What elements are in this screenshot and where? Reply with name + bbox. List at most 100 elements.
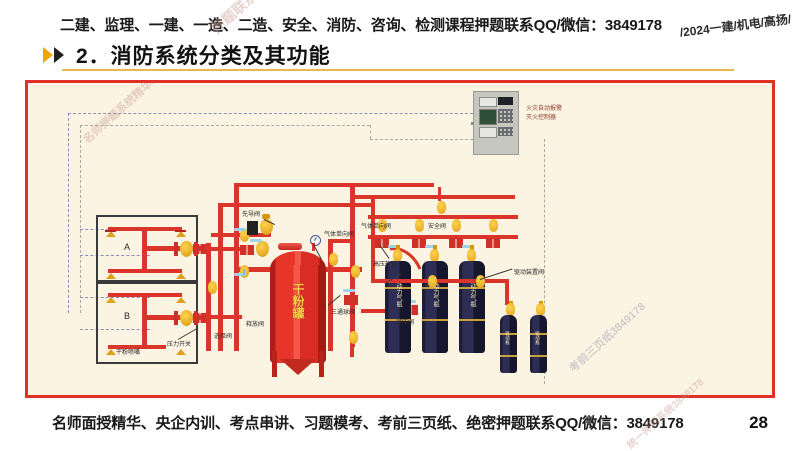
manifold-valve-1[interactable] — [378, 219, 387, 232]
cylinder-3-label: 动力气瓶 — [469, 283, 475, 307]
drive-line-valve-2[interactable] — [476, 275, 485, 288]
drive-signal-line — [544, 139, 545, 384]
title-underline — [62, 69, 734, 71]
release-valve[interactable] — [240, 229, 249, 242]
drive-gas-cylinder-2: 驱动瓶 — [530, 315, 547, 373]
tank-dome — [270, 251, 326, 269]
dry-powder-tank: 干粉罐 — [270, 251, 326, 379]
drive-drop-1 — [505, 279, 509, 305]
pressure-reducing-valve-body[interactable] — [404, 305, 418, 315]
drain-valve[interactable] — [349, 331, 358, 344]
tank-label: 干粉罐 — [291, 283, 305, 319]
manifold-tee-2 — [412, 238, 426, 248]
tank-pressure-gauge — [310, 235, 321, 246]
tank-inlet-valve[interactable] — [256, 241, 269, 257]
release-valve-handle[interactable] — [234, 228, 246, 231]
gas-check-valve-label-2: 气体单向阀 — [361, 224, 392, 230]
inline-valve-riser1[interactable] — [208, 281, 217, 294]
selector-valve-a[interactable] — [180, 241, 193, 257]
manifold-handle-1[interactable] — [388, 245, 400, 248]
nozzle-a1 — [106, 231, 116, 237]
tank-inlet-handle[interactable] — [250, 239, 262, 242]
drive-cylinder-1-valve[interactable] — [506, 303, 515, 316]
selector-valve-b-body — [193, 313, 207, 323]
drive-gas-cylinder-1: 驱动瓶 — [500, 315, 517, 373]
pilot-valve-cap — [262, 214, 270, 219]
pressure-reducing-valve-label: 减压阀 — [396, 320, 415, 326]
drive-cylinder-1-band-1 — [500, 333, 517, 335]
zone-b-signal-2 — [80, 329, 150, 330]
reducing-valve-inlet-pipe — [361, 309, 406, 313]
high-pressure-hose-label: 高压软管 — [373, 262, 398, 268]
cylinder-3-band-1 — [459, 287, 485, 289]
pilot-valve-solenoid[interactable] — [247, 221, 258, 235]
pilot-valve-label: 先导阀 — [242, 212, 261, 218]
panel-indicator-block — [498, 97, 513, 105]
manifold-valve-3[interactable] — [452, 219, 461, 232]
selector-valve-b[interactable] — [180, 310, 193, 326]
system-diagram: 火灾自动报警 灭火控制器 A B — [25, 80, 775, 398]
safety-valve[interactable] — [437, 201, 446, 214]
branch-a-to-riser — [206, 247, 242, 251]
tank-leg-right — [319, 351, 324, 377]
cylinder-2-valve[interactable] — [430, 249, 439, 262]
three-way-ball-valve-handle[interactable] — [343, 289, 355, 292]
signal-line-left — [68, 113, 69, 313]
panel-keypad-strip — [479, 127, 497, 138]
release-valve-2-stem — [243, 269, 245, 275]
nozzle-a4 — [176, 273, 186, 279]
release-valve-2-handle[interactable] — [234, 273, 246, 276]
gas-check-valve-1[interactable] — [329, 253, 338, 266]
panel-display-strip — [479, 97, 497, 107]
manifold-tee-3 — [449, 238, 463, 248]
signal-line-top-2 — [80, 125, 370, 126]
drive-cylinder-2-band-1 — [530, 333, 547, 335]
manual-actuator-bowtie — [240, 245, 254, 255]
safety-valve-label: 安全阀 — [428, 224, 447, 230]
manifold-handle-2[interactable] — [425, 245, 437, 248]
cylinder-2-label: 动力气瓶 — [432, 283, 438, 307]
dry-powder-nozzle-label: 干粉喷嘴 — [116, 350, 141, 356]
drive-line-horizontal — [371, 279, 509, 283]
nozzle-a1-cap — [105, 230, 116, 232]
gas-supply-riser-a — [328, 239, 333, 351]
nozzle-b3 — [106, 349, 116, 355]
zone-b-label: B — [124, 311, 131, 321]
page-title: 2．消防系统分类及其功能 — [76, 45, 331, 68]
cylinder-manifold-main — [368, 215, 518, 219]
second-main-pipe — [223, 203, 373, 207]
panel-led-grid — [498, 109, 513, 123]
cylinder-1-valve[interactable] — [393, 249, 402, 262]
signal-line-run-2 — [370, 139, 488, 140]
cylinder-2-band-2 — [422, 319, 448, 321]
manifold-valve-4[interactable] — [489, 219, 498, 232]
zone-b-lower-pipe — [108, 345, 182, 349]
tank-leg-left — [272, 351, 277, 377]
panel-label-line2: 灭火控制器 — [526, 115, 557, 121]
gas-check-valve-2[interactable] — [351, 265, 360, 278]
nozzle-a2 — [176, 231, 186, 237]
signal-line-drop-2 — [370, 125, 371, 139]
cylinder-3-valve[interactable] — [467, 249, 476, 262]
distribution-riser-1 — [206, 243, 211, 351]
manifold-handle-3[interactable] — [462, 245, 474, 248]
cylinder-1-band-1 — [385, 287, 411, 289]
fire-alarm-control-panel[interactable] — [471, 91, 519, 155]
drive-cylinder-2-label: 驱动瓶 — [535, 331, 541, 345]
selector-valve-a-body — [193, 244, 207, 254]
tank-shell: 干粉罐 — [270, 265, 326, 363]
panel-screen — [479, 109, 497, 125]
nozzle-a2-cap — [175, 230, 186, 232]
drive-line-riser — [371, 195, 375, 283]
cylinder-manifold-top — [355, 195, 515, 199]
drive-cylinder-2-valve[interactable] — [536, 303, 545, 316]
drive-line-valve-1[interactable] — [428, 275, 437, 288]
cylinder-1-label: 动力气瓶 — [395, 283, 401, 307]
manifold-valve-2[interactable] — [415, 219, 424, 232]
drive-cylinder-1-label: 驱动瓶 — [505, 331, 511, 345]
manifold-tee-4 — [486, 238, 500, 248]
three-way-ball-valve-body[interactable] — [344, 295, 358, 305]
cylinder-1-band-2 — [385, 319, 411, 321]
signal-line-left-2 — [80, 125, 81, 313]
